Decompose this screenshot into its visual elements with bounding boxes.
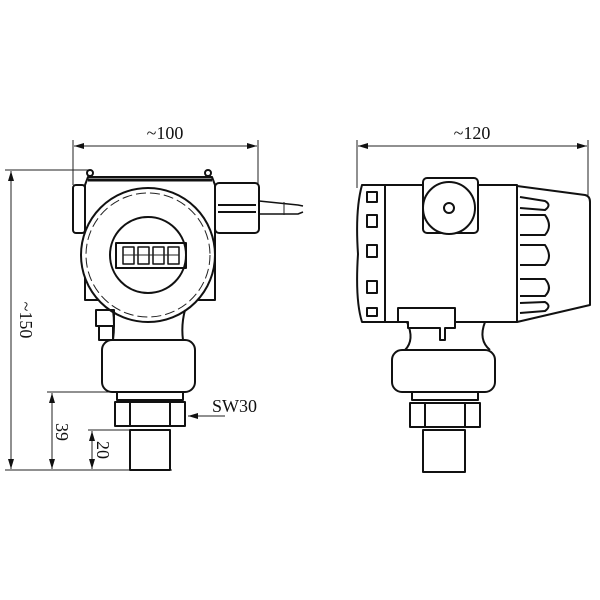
side-view: ~120	[356, 123, 591, 473]
side-housing	[356, 177, 591, 323]
width-dimension-120: ~120	[356, 123, 589, 195]
dim-20-label: 20	[93, 441, 113, 459]
process-connection	[129, 429, 171, 471]
width-label: ~100	[147, 123, 184, 143]
lcd-display	[115, 242, 187, 269]
side-sensor-body	[391, 307, 496, 473]
dim-39-label: 39	[52, 423, 72, 441]
height-label: ~150	[16, 302, 36, 339]
dimension-39: 39	[47, 391, 112, 469]
display-digits	[122, 246, 180, 265]
side-width-label: ~120	[454, 123, 491, 143]
height-dimension-150: ~150	[5, 169, 172, 471]
cooling-fins	[519, 196, 550, 314]
hex-size-callout: SW30	[188, 396, 257, 419]
hex-label: SW30	[212, 396, 257, 416]
front-view: ~100 ~150 39 20 SW30	[5, 123, 304, 471]
transmitter-housing	[72, 169, 216, 323]
width-dimension-100: ~100	[72, 123, 259, 185]
cable-gland	[214, 182, 304, 234]
sensor-body	[95, 309, 196, 471]
dimension-20: 20	[88, 429, 132, 469]
